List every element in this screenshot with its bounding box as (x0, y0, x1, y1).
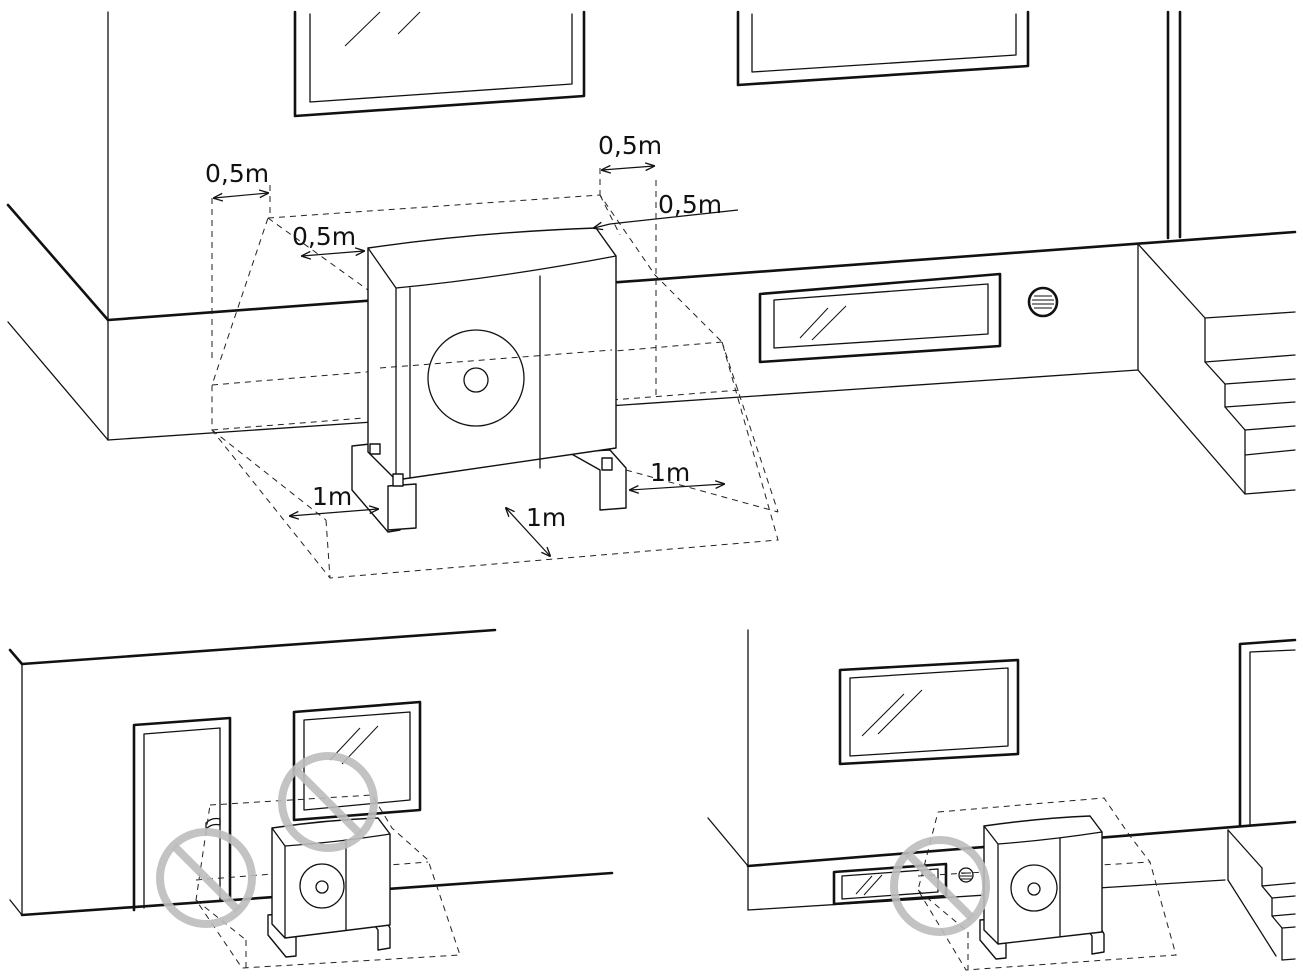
heat-pump-unit-small-left (267, 817, 391, 958)
bottom-right-scene (707, 629, 1297, 971)
vent-grille-icon (1027, 286, 1059, 318)
label-front-left-clearance: 1m (312, 482, 352, 511)
fan-icon (427, 329, 525, 427)
vent-grille-icon (958, 867, 974, 883)
door (132, 716, 232, 912)
label-top-clearance: 0,5m (598, 131, 662, 160)
label-rear-side-clearance: 0,5m (658, 190, 722, 219)
main-scene: 0,5m 0,5m 0,5m 0,5m 1m 1m 1m (6, 10, 1297, 579)
label-left-side-clearance: 0,5m (292, 222, 356, 251)
label-front-right-clearance: 1m (650, 458, 690, 487)
window-bottom-right (838, 658, 1020, 766)
label-front-clearance: 1m (526, 503, 566, 532)
prohibited-sign-icon (156, 828, 256, 928)
heat-pump-unit-small-right (979, 815, 1105, 960)
heat-pump-unit (351, 227, 627, 533)
window-right (736, 10, 1030, 87)
dimension-arrows (214, 166, 739, 556)
fan-icon (1010, 864, 1058, 912)
prohibited-sign-icon (890, 836, 990, 936)
clearance-zone-small-right (917, 797, 1177, 971)
label-left-wall-clearance: 0,5m (205, 159, 269, 188)
window-left (293, 10, 586, 118)
building (6, 10, 1297, 495)
basement-window (758, 272, 1002, 364)
fan-icon (299, 863, 345, 909)
prohibited-sign-icon (278, 752, 378, 852)
bottom-left-scene (8, 628, 614, 969)
